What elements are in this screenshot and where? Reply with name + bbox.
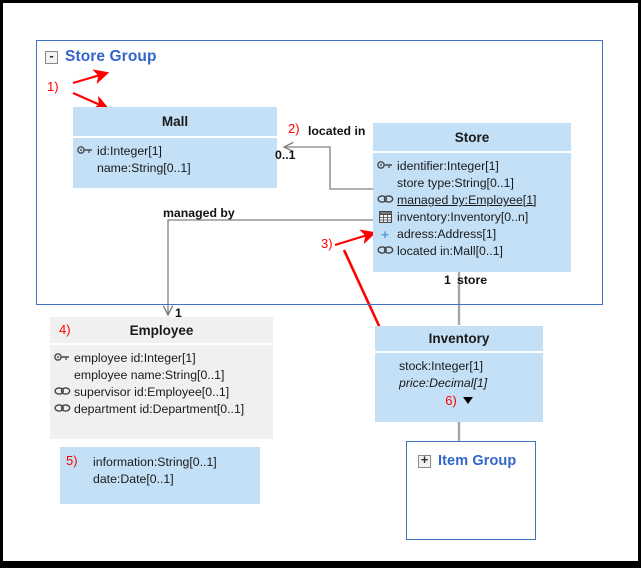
note-line: information:String[0..1] <box>93 455 217 469</box>
class-title-mall: Mall <box>73 107 277 136</box>
attribute-text: price:Decimal[1] <box>399 376 488 390</box>
connector-multiplicity-store: 1 <box>444 273 451 287</box>
attribute-text: located in:Mall[0..1] <box>397 244 503 258</box>
attribute-row[interactable]: id:Integer[1] <box>73 143 277 160</box>
note-box[interactable]: information:String[0..1] date:Date[0..1] <box>60 447 260 504</box>
expand-icon[interactable]: + <box>418 451 431 468</box>
annotation-label-2: 2) <box>288 121 300 136</box>
attribute-text: id:Integer[1] <box>97 144 162 158</box>
annotation-label-1: 1) <box>47 79 59 94</box>
class-attributes-inventory: stock:Integer[1] price:Decimal[1] 6) <box>375 353 543 422</box>
key-icon <box>73 143 97 155</box>
connector-label-managed-by: managed by <box>163 206 235 220</box>
annotation-label-5: 5) <box>66 453 78 468</box>
connector-multiplicity-located-in: 0..1 <box>275 148 296 162</box>
chain-icon <box>373 192 397 204</box>
chain-icon <box>50 401 74 413</box>
no-icon <box>375 375 399 377</box>
store-group-header[interactable]: - Store Group <box>45 48 157 66</box>
attribute-row[interactable]: + adress:Address[1] <box>373 226 571 243</box>
connector-multiplicity-managed-by: 1 <box>175 306 182 320</box>
attribute-text: employee id:Integer[1] <box>74 351 196 365</box>
class-separator <box>73 136 277 138</box>
attribute-row[interactable]: managed by:Employee[1] <box>373 192 571 209</box>
class-title-inventory: Inventory <box>375 326 543 351</box>
attribute-row[interactable]: employee name:String[0..1] <box>50 367 273 384</box>
attribute-row[interactable]: stock:Integer[1] <box>375 358 543 375</box>
attribute-text: supervisor id:Employee[0..1] <box>74 385 230 399</box>
diagram-canvas: - Store Group Mall id:In <box>3 3 638 561</box>
attribute-row[interactable]: department id:Department[0..1] <box>50 401 273 418</box>
attribute-text: name:String[0..1] <box>97 161 191 175</box>
connector-role-store: store <box>457 273 488 287</box>
attribute-row[interactable]: identifier:Integer[1] <box>373 158 571 175</box>
attribute-row[interactable]: employee id:Integer[1] <box>50 350 273 367</box>
store-group-container[interactable] <box>36 40 603 305</box>
key-icon <box>50 350 74 362</box>
class-separator <box>50 343 273 345</box>
attribute-text: department id:Department[0..1] <box>74 402 245 416</box>
collapse-icon[interactable]: - <box>45 47 58 64</box>
note-line: date:Date[0..1] <box>93 472 174 486</box>
attribute-text: identifier:Integer[1] <box>397 159 499 173</box>
annotation-label-3: 3) <box>321 236 333 251</box>
plus-icon: + <box>373 226 397 241</box>
attribute-row[interactable]: inventory:Inventory[0..n] <box>373 209 571 226</box>
class-box-mall[interactable]: Mall id:Integer[1] n <box>73 107 277 188</box>
chain-icon <box>50 384 74 396</box>
attribute-text: employee name:String[0..1] <box>74 368 225 382</box>
chevron-down-icon[interactable] <box>462 397 473 404</box>
no-icon <box>73 160 97 162</box>
item-group-header[interactable]: + Item Group <box>418 453 516 469</box>
item-group-container[interactable]: + Item Group <box>406 441 536 540</box>
class-box-employee[interactable]: Employee employee id:Integer[1] <box>50 317 273 439</box>
store-group-title: Store Group <box>65 48 157 65</box>
class-box-inventory[interactable]: Inventory stock:Integer[1] price:Decimal… <box>375 326 543 422</box>
class-attributes-store: identifier:Integer[1] store type:String[… <box>373 153 571 272</box>
attribute-text: stock:Integer[1] <box>399 359 484 373</box>
attribute-row[interactable]: price:Decimal[1] <box>375 375 543 392</box>
plus-icon-glyph: + <box>381 227 389 242</box>
expand-icon-glyph: + <box>420 451 429 467</box>
item-group-title: Item Group <box>438 453 517 469</box>
attribute-row[interactable]: name:String[0..1] <box>73 160 277 177</box>
class-box-store[interactable]: Store identifier:Integer[1] <box>373 123 571 272</box>
no-icon <box>375 358 399 360</box>
class-title-employee: Employee <box>50 317 273 343</box>
annotation-label-4: 4) <box>59 322 71 337</box>
collapse-icon-glyph: - <box>49 47 54 63</box>
class-separator <box>373 151 571 153</box>
no-icon <box>50 367 74 369</box>
no-icon <box>373 175 397 177</box>
class-separator <box>375 351 543 353</box>
attribute-text: store type:String[0..1] <box>397 176 514 190</box>
attribute-row[interactable]: supervisor id:Employee[0..1] <box>50 384 273 401</box>
attribute-text: inventory:Inventory[0..n] <box>397 210 529 224</box>
class-attributes-mall: id:Integer[1] name:String[0..1] <box>73 138 277 188</box>
table-icon <box>373 209 397 223</box>
class-attributes-employee: employee id:Integer[1] employee name:Str… <box>50 345 273 439</box>
key-icon <box>373 158 397 170</box>
annotation-label-6: 6) <box>445 393 457 408</box>
chain-icon <box>373 243 397 255</box>
attribute-text: managed by:Employee[1] <box>397 193 537 207</box>
connector-label-located-in: located in <box>308 124 366 138</box>
attribute-row[interactable]: store type:String[0..1] <box>373 175 571 192</box>
attribute-text: adress:Address[1] <box>397 227 497 241</box>
class-title-store: Store <box>373 123 571 151</box>
attribute-row[interactable]: located in:Mall[0..1] <box>373 243 571 260</box>
